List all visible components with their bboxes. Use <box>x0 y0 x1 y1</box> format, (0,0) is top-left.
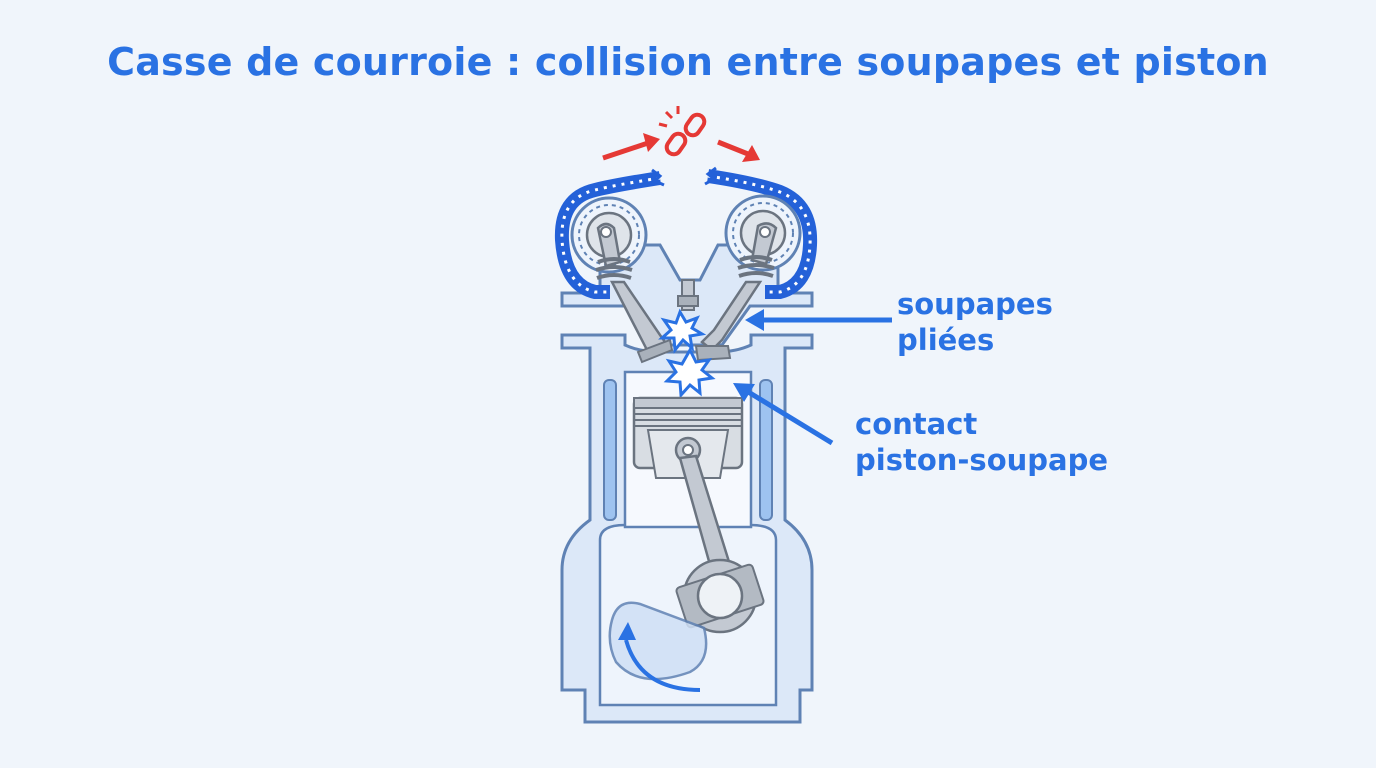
callout-arrowhead-valves <box>745 309 764 331</box>
impact-burst-upper <box>658 308 707 354</box>
valve-spring-left <box>595 257 633 280</box>
label-piston-valve-contact: contact piston-soupape <box>855 406 1108 478</box>
break-arrow-left <box>602 133 660 161</box>
label-bent-valves-line1: soupapes <box>897 287 1053 321</box>
label-contact-line2: piston-soupape <box>855 443 1109 477</box>
rotation-arrowhead <box>618 622 636 640</box>
valve-spring-right <box>737 255 775 278</box>
callout-arrow-contact <box>743 387 834 446</box>
valve-left-bent <box>595 222 674 364</box>
belt-frayed-end-left <box>651 168 665 187</box>
connecting-rod <box>675 454 765 634</box>
valve-right-bent <box>694 222 778 362</box>
belt-left-teeth <box>560 176 661 294</box>
cooling-jacket-right <box>759 379 773 521</box>
cooling-jacket-left <box>603 379 617 521</box>
timing-belt <box>554 166 818 299</box>
break-arrow-right <box>717 139 760 162</box>
label-bent-valves: soupapes pliées <box>897 286 1053 358</box>
diagram-title: Casse de courroie : collision entre soup… <box>107 40 1269 84</box>
crank-journal <box>696 572 744 620</box>
label-bent-valves-line2: pliées <box>897 323 995 357</box>
piston <box>632 396 744 479</box>
rotation-arc <box>624 639 701 692</box>
belt-right-teeth <box>707 174 812 294</box>
valve-head-left <box>636 338 674 364</box>
spark-plug-nut <box>677 295 699 307</box>
callout-arrowhead-contact <box>733 383 755 402</box>
valve-head-right <box>694 345 732 362</box>
broken-link-icon <box>658 106 707 157</box>
label-contact-line1: contact <box>855 407 978 441</box>
impact-burst-lower <box>663 346 716 399</box>
belt-frayed-end-right <box>704 166 717 186</box>
